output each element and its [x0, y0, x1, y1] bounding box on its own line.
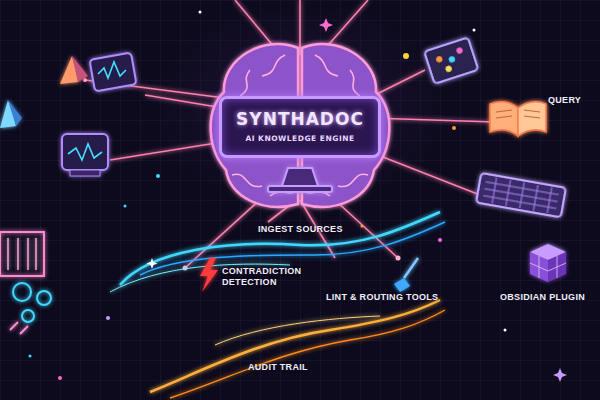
swirls	[110, 212, 445, 398]
monitor-screen: SYNTHADOC AI KNOWLEDGE ENGINE	[219, 96, 381, 158]
waveform-monitor-icon	[62, 134, 108, 176]
brain	[211, 44, 390, 207]
dot-panel-icon	[424, 37, 478, 84]
product-name: SYNTHADOC	[234, 109, 366, 129]
keyboard-icon	[476, 173, 566, 217]
haze	[110, 0, 490, 260]
feature-label: LINT & ROUTING TOOLS	[326, 292, 438, 303]
subtitle: AI KNOWLEDGE ENGINE	[234, 134, 366, 143]
gears-icon	[10, 283, 51, 334]
pyramid-icon	[60, 56, 88, 84]
broom-icon	[394, 258, 418, 292]
monitor-stand	[268, 168, 332, 192]
sparkles	[29, 11, 568, 383]
feature-label: CONTRADICTION DETECTION	[222, 266, 308, 288]
feature-label: OBSIDIAN PLUGIN	[500, 292, 585, 303]
waveform-monitor-icon	[90, 53, 137, 92]
lightning-icon	[200, 258, 218, 292]
book-icon	[490, 102, 546, 136]
prism-icon	[0, 100, 22, 128]
server-rack-icon	[0, 232, 44, 276]
feature-label: QUERY	[548, 95, 581, 106]
cube-icon	[530, 244, 566, 282]
feature-label: INGEST SOURCES	[258, 224, 343, 235]
feature-label: AUDIT TRAIL	[248, 362, 308, 373]
